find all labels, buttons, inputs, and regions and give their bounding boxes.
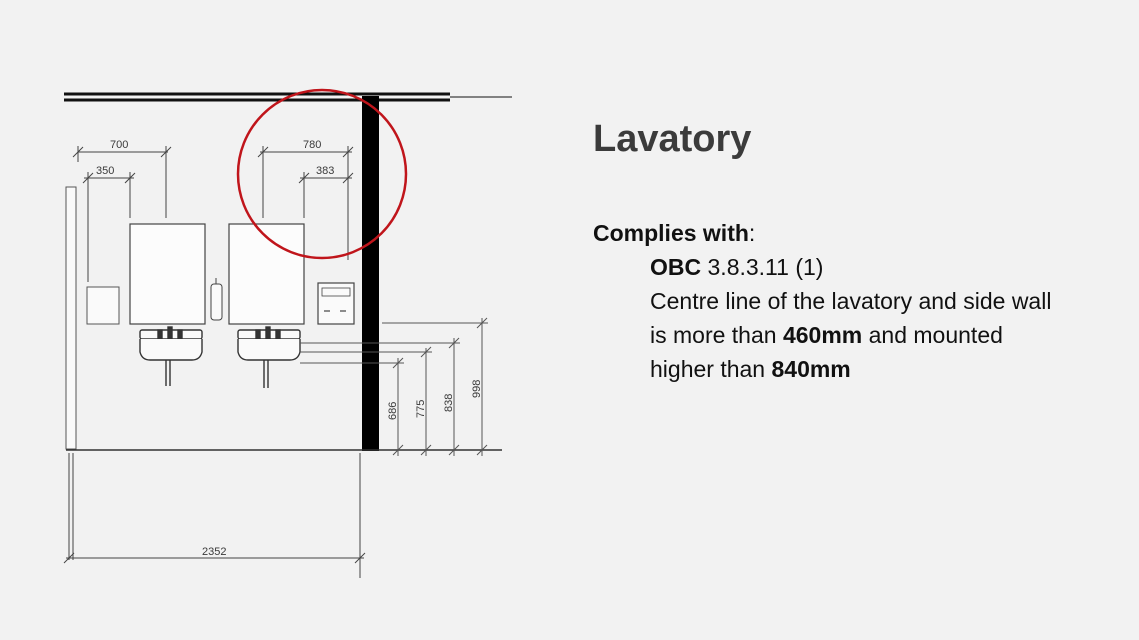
dimension-2352 [63,453,366,578]
code-reference: OBC 3.8.3.11 (1) [650,250,1070,284]
paper-dispenser-left [86,286,120,325]
requirement-description: Centre line of the lavatory and side wal… [650,284,1070,386]
highlight-circle [236,88,408,260]
dim-label-780: 780 [303,139,321,151]
dimension-700 [72,146,172,218]
dim-label-700: 700 [110,139,128,151]
soap-dispenser [210,278,223,321]
lavatory-1 [139,326,203,386]
hand-dryer [317,282,355,325]
mirror-1 [129,223,206,325]
mirror-2 [228,223,305,325]
desc-bold-1: 460mm [782,322,863,348]
lavatory-2 [237,326,301,388]
slide-title: Lavatory [593,118,752,160]
left-wall [65,186,77,450]
height-dimension-lines [300,317,488,456]
desc-part-2: and mounted higher than [650,322,1003,382]
desc-bold-2: 840mm [771,356,851,382]
dim-label-383: 383 [316,165,334,177]
complies-label: Complies with [593,220,749,246]
dimension-780 [257,146,354,260]
dim-label-838: 838 [443,394,455,412]
complies-colon: : [748,220,756,246]
desc-part-1: Centre line of the lavatory and side wal… [650,288,1052,348]
dim-label-686: 686 [387,402,399,420]
dimension-350 [82,172,136,282]
dim-label-775: 775 [415,400,427,418]
code-ref: 3.8.3.11 (1) [701,254,824,280]
top-wall [64,92,512,102]
dim-label-2352: 2352 [202,546,226,558]
code-name: OBC [650,254,702,280]
dimension-383 [298,172,354,218]
side-wall [362,96,379,451]
dim-label-350: 350 [96,165,114,177]
compliance-block: Complies with: OBC 3.8.3.11 (1) Centre l… [593,216,1070,386]
complies-heading: Complies with: [593,216,1070,250]
dim-label-998: 998 [471,380,483,398]
